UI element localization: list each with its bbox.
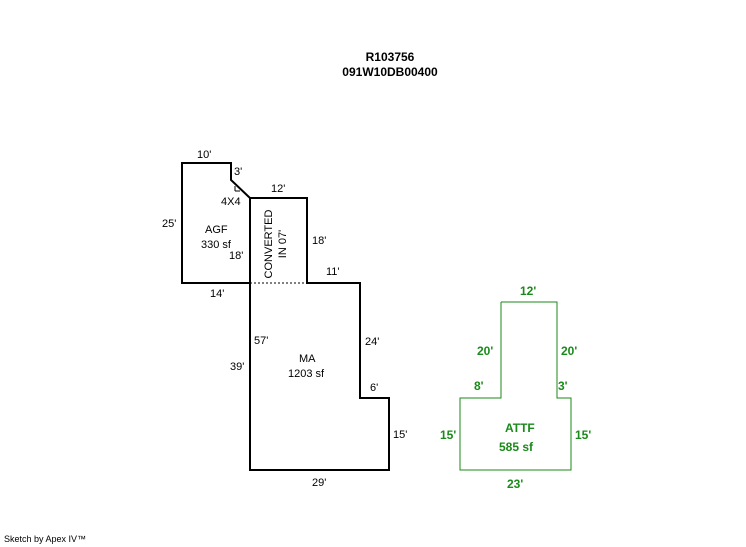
parcel-id: R103756 bbox=[365, 50, 415, 64]
agf-dim-chamfer: 3' bbox=[234, 166, 242, 178]
main-outline bbox=[249, 197, 390, 471]
ma-dim-bottom: 29' bbox=[312, 477, 326, 489]
converted-dim-right: 18' bbox=[312, 235, 326, 247]
attf-dim-right-lower: 15' bbox=[575, 428, 591, 442]
agf-dim-top: 10' bbox=[197, 149, 211, 161]
attf-code: ATTF bbox=[505, 421, 535, 435]
map-number: 091W10DB00400 bbox=[342, 65, 438, 79]
attf-dim-left-upper: 20' bbox=[477, 344, 493, 358]
attf-dim-right-upper: 20' bbox=[561, 344, 577, 358]
converted-line1: CONVERTED bbox=[263, 210, 275, 279]
agf-dim-bottom: 14' bbox=[210, 288, 224, 300]
agf-dim-left: 25' bbox=[162, 218, 176, 230]
apex-credit: Sketch by Apex IV™ bbox=[4, 534, 87, 544]
ma-size: 1203 sf bbox=[288, 368, 325, 380]
agf-dim-inner: 18' bbox=[229, 250, 243, 262]
agf-size: 330 sf bbox=[201, 239, 232, 251]
ma-dim-left-full: 57' bbox=[254, 335, 268, 347]
agf-outline bbox=[181, 162, 251, 284]
ma-dim-step-mid: 6' bbox=[370, 382, 378, 394]
attf-size: 585 sf bbox=[499, 440, 534, 454]
attf-dim-bottom: 23' bbox=[507, 477, 523, 491]
ma-dim-right-upper: 24' bbox=[365, 336, 379, 348]
attf-dim-top: 12' bbox=[520, 284, 536, 298]
ma-dim-left: 39' bbox=[230, 361, 244, 373]
converted-line2: IN 07' bbox=[277, 230, 289, 258]
agf-dim-corner: 4X4 bbox=[221, 196, 241, 208]
ma-dim-step-top: 11' bbox=[326, 266, 340, 278]
converted-dim-top: 12' bbox=[271, 183, 285, 195]
sketch-header: R103756 091W10DB00400 bbox=[290, 50, 490, 80]
attf-dim-left-lower: 15' bbox=[440, 428, 456, 442]
ma-dim-right-lower: 15' bbox=[393, 429, 407, 441]
ma-code: MA bbox=[299, 353, 316, 365]
attf-dim-right-step: 3' bbox=[558, 379, 568, 393]
attf-outline bbox=[459, 301, 572, 471]
agf-code: AGF bbox=[205, 224, 228, 236]
attf-dim-left-step: 8' bbox=[474, 379, 484, 393]
